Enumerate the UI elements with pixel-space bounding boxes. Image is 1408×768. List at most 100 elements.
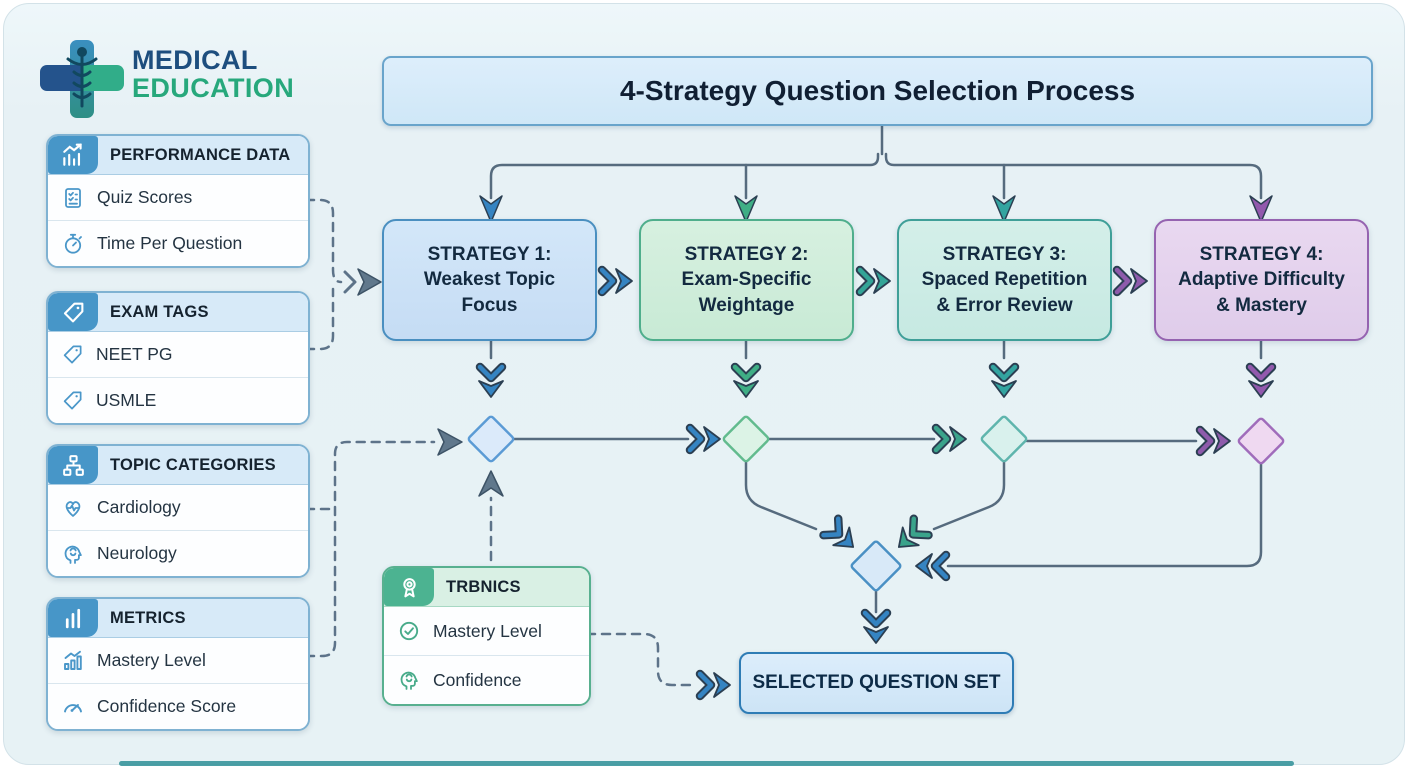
decision-diamonds [467,415,1285,592]
process-title-text: 4-Strategy Question Selection Process [619,75,1136,106]
list-item: Confidence [384,655,589,704]
chevron-down-right-icon [823,518,861,556]
arrow-down-icon [734,195,758,223]
strategy-1-title: STRATEGY 1: [427,244,552,266]
logo-line1: MEDICAL [132,45,258,75]
arrow-right-icon [437,428,463,456]
tag-icon [63,345,82,364]
strategy-1-line3: Focus [461,294,518,316]
list-item-label: USMLE [96,390,157,410]
chevron-right-icon [1117,269,1147,293]
bar-chart-icon [65,608,80,628]
list-item-label: Confidence [433,669,522,690]
branch-arrowheads [479,195,1273,223]
list-item-label: Neurology [97,543,177,563]
chevron-right-icon [860,269,890,293]
list-item: USMLE [48,377,308,423]
chart-trend-icon [63,143,82,166]
diamond-node [722,415,770,463]
panel-performance-data: PERFORMANCE DATA Quiz Scores Time Per [46,134,310,268]
arrow-down-icon [479,195,503,223]
chevron-right-icon [602,269,632,293]
strategy-4-box: STRATEGY 4: Adaptive Difficulty & Master… [1154,219,1369,341]
title-branch-lines [489,120,1263,614]
selected-question-set-label: SELECTED QUESTION SET [752,672,1001,693]
chevron-down-left-icon [891,518,929,556]
flowchart-connectors [304,120,1285,768]
panel-topic-categories: TOPIC CATEGORIES Cardiology Neurology [46,444,310,578]
panel-title: METRICS [110,608,186,627]
logo-wordmark: MEDICAL EDUCATION [132,46,294,102]
panel-title: EXAM TAGS [110,302,209,321]
chevron-down-icon [864,613,888,643]
arrow-right-icon [357,268,382,296]
list-item-label: Mastery Level [433,620,542,641]
strategy-2-line2: Exam-Specific [681,269,812,291]
diamond-node [980,415,1028,463]
logo-line2: EDUCATION [132,73,295,104]
medical-education-logo [40,38,124,120]
chevron-down-icon [1249,367,1273,397]
dashed-input-lines [304,198,698,687]
chevron-down-icon [479,367,503,397]
chevron-right-icon [1200,429,1230,453]
chevron-down-icon [734,367,758,397]
strategy-3-line2: Spaced Repetition [921,269,1088,291]
list-item: Confidence Score [48,683,308,729]
chevron-right-icon [936,427,966,451]
growth-bars-icon [64,650,82,670]
strategy-4-line3: & Mastery [1216,294,1307,316]
arrow-up-icon [478,470,504,497]
chevron-down-icon [992,367,1016,397]
list-item-label: Cardiology [97,497,181,517]
checklist-icon [65,187,81,208]
panel-title: TRBNICS [446,577,521,596]
tag-icon [63,391,82,410]
strategy-3-line3: & Error Review [936,294,1073,316]
list-item: Time Per Question [48,220,308,266]
list-item: Mastery Level [48,638,308,683]
list-item-label: Time Per Question [97,233,243,253]
gauge-icon [64,703,82,712]
list-item-label: Mastery Level [97,650,206,670]
tag-icon [63,302,83,322]
diamond-node-final [850,540,902,592]
gray-arrowheads [357,268,504,497]
chevron-right-icon [700,673,730,697]
heart-pulse-icon [65,500,81,517]
stopwatch-icon [64,233,82,254]
brain-head-icon [64,545,82,564]
caduceus-icon [66,47,98,108]
diamond-node [1237,417,1285,465]
diamond-node [467,415,515,463]
chevron-right-icon [690,427,720,451]
hierarchy-icon [62,454,84,476]
strategy-1-line2: Weakest Topic [423,269,556,291]
list-item-label: Confidence Score [97,696,237,716]
check-circle-icon [399,621,419,641]
strategy-1-box: STRATEGY 1: Weakest Topic Focus [382,219,597,341]
strategy-4-line2: Adaptive Difficulty [1178,269,1345,291]
arrow-down-icon [1249,195,1273,223]
list-item-label: NEET PG [96,344,173,364]
list-item: Neurology [48,530,308,576]
process-title: 4-Strategy Question Selection Process [382,56,1373,126]
strategy-3-box: STRATEGY 3: Spaced Repetition & Error Re… [897,219,1112,341]
strategy-4-title: STRATEGY 4: [1199,244,1324,266]
list-item: Mastery Level [384,607,589,655]
selected-question-set-box: SELECTED QUESTION SET [739,652,1014,714]
panel-metrics: METRICS Mastery Level Confidence Score [46,597,310,731]
arrow-down-icon [992,195,1016,223]
list-item: Cardiology [48,485,308,530]
strategy-2-box: STRATEGY 2: Exam-Specific Weightage [639,219,854,341]
award-icon [402,577,416,597]
panel-title: PERFORMANCE DATA [110,145,291,164]
bottom-accent-strip [119,761,1294,766]
strategy-2-title: STRATEGY 2: [684,244,809,266]
small-chevron-icon [343,270,357,294]
strategy-3-title: STRATEGY 3: [942,244,1067,266]
strategy-2-line3: Weightage [698,294,795,316]
chevron-left-icon [916,554,946,578]
list-item-label: Quiz Scores [97,187,193,207]
